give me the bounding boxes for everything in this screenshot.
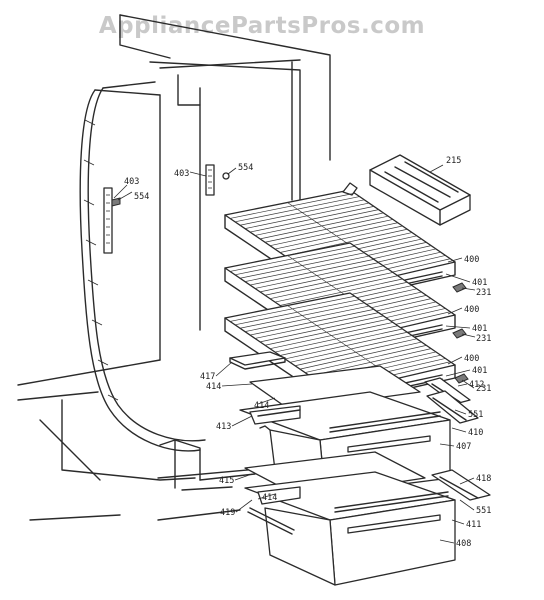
label-413: 413 <box>216 422 231 432</box>
label-414-lower: 414 <box>262 493 277 503</box>
label-417: 417 <box>200 372 215 382</box>
shelf-support-right <box>205 164 230 196</box>
label-414-cover: 414 <box>206 382 221 392</box>
label-412: 412 <box>469 380 484 390</box>
label-401-shelf3: 401 <box>472 366 487 376</box>
shelf-support-left <box>103 187 121 254</box>
wire-shelves <box>224 182 456 406</box>
label-554-left: 554 <box>134 192 149 202</box>
label-215: 215 <box>446 156 461 166</box>
label-231-shelf1: 231 <box>476 288 491 298</box>
label-551-lower: 551 <box>476 506 491 516</box>
label-403-left: 403 <box>124 177 139 187</box>
drawer-rails <box>426 390 491 501</box>
part-labels: 215 403 554 403 554 400 401 231 400 401 … <box>124 156 491 549</box>
label-410: 410 <box>468 428 483 438</box>
label-403-center: 403 <box>174 169 189 179</box>
shelf-clips <box>452 282 469 384</box>
label-551-upper: 551 <box>468 410 483 420</box>
label-408: 408 <box>456 539 471 549</box>
crisper-drawer-lower <box>244 451 456 586</box>
label-401-shelf1: 401 <box>472 278 487 288</box>
label-415: 415 <box>219 476 234 486</box>
label-554-center: 554 <box>238 163 253 173</box>
label-400-shelf3: 400 <box>464 354 479 364</box>
label-418: 418 <box>476 474 491 484</box>
label-414-upper: 414 <box>254 401 269 411</box>
label-231-lower: 231 <box>476 384 491 394</box>
leader-lines <box>113 164 476 544</box>
label-400-shelf1: 400 <box>464 255 479 265</box>
label-401-shelf2: 401 <box>472 324 487 334</box>
bin-215 <box>369 154 471 226</box>
label-411: 411 <box>466 520 481 530</box>
label-231-shelf2: 231 <box>476 334 491 344</box>
label-419: 419 <box>220 508 235 518</box>
label-407: 407 <box>456 442 471 452</box>
cabinet-liner <box>17 14 331 521</box>
watermark-text: AppliancePartsPros.com <box>99 13 425 39</box>
label-400-shelf2: 400 <box>464 305 479 315</box>
